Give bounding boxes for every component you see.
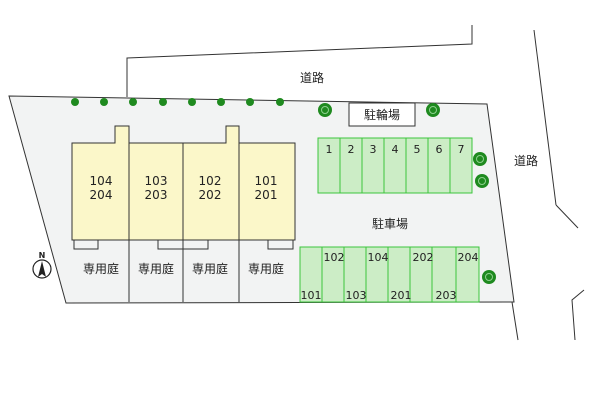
parking-slot-label-6: 6	[436, 143, 443, 156]
bicycle-parking-label: 駐輪場	[364, 107, 400, 122]
top-road-line	[126, 25, 473, 97]
road-label-right: 道路	[514, 153, 538, 168]
parking-slot-204	[455, 246, 480, 303]
parking-slot-label-103: 103	[346, 289, 367, 302]
parking-slot-label-5: 5	[414, 143, 421, 156]
tree-icon	[475, 174, 489, 188]
compass: N	[32, 251, 52, 279]
hedge-row	[71, 98, 284, 106]
unit-2-lower-label: 203	[145, 188, 168, 202]
hedge-dot-icon	[188, 98, 196, 106]
parking-slot-label-3: 3	[370, 143, 377, 156]
parking-slot-label-4: 4	[392, 143, 399, 156]
boundary-lines	[126, 25, 585, 341]
unit-3-upper-label: 102	[199, 174, 222, 188]
parking-slot-label-1: 1	[326, 143, 333, 156]
unit-3-lower-label: 202	[199, 188, 222, 202]
parking-slot-7	[449, 137, 473, 194]
right-road-line-2	[555, 204, 579, 229]
parking-slot-label-201: 201	[391, 289, 412, 302]
bicycle-parking-box	[348, 102, 416, 127]
unit-1-upper-label: 104	[90, 174, 113, 188]
tree-icon	[426, 103, 440, 117]
building-dividers	[128, 143, 240, 240]
compass-label: N	[39, 251, 46, 260]
parking-slot-label-202: 202	[413, 251, 434, 264]
parking-slot-label-104: 104	[368, 251, 389, 264]
parking-slot-203	[431, 246, 457, 303]
unit-1-lower-label: 204	[90, 188, 113, 202]
garden-label-3: 専用庭	[192, 261, 228, 276]
garden-dividers	[128, 240, 240, 302]
parking-slot-label-7: 7	[458, 143, 465, 156]
right-road-line	[533, 29, 557, 206]
unit-2-upper-label: 103	[145, 174, 168, 188]
trees	[318, 103, 496, 284]
parking-slot-label-2: 2	[348, 143, 355, 156]
hedge-dot-icon	[100, 98, 108, 106]
bottom-right-line	[571, 289, 585, 341]
parking-slot-label-204: 204	[458, 251, 479, 264]
hedge-dot-icon	[246, 98, 254, 106]
north-arrow-icon	[38, 261, 46, 277]
parking-slot-label-102: 102	[324, 251, 345, 264]
parking-slot-label-203: 203	[436, 289, 457, 302]
unit-4-lower-label: 201	[255, 188, 278, 202]
hedge-dot-icon	[276, 98, 284, 106]
tree-icon	[318, 103, 332, 117]
garden-label-2: 専用庭	[138, 261, 174, 276]
parking-slot-label-101: 101	[301, 289, 322, 302]
hedge-dot-icon	[159, 98, 167, 106]
road-label-top: 道路	[300, 70, 324, 85]
lot-right-extension	[511, 301, 519, 341]
hedge-dot-icon	[217, 98, 225, 106]
balcony-notches	[73, 240, 294, 250]
lower-parking-row	[299, 246, 480, 303]
garden-label-1: 専用庭	[83, 261, 119, 276]
hedge-dot-icon	[129, 98, 137, 106]
hedge-dot-icon	[71, 98, 79, 106]
garden-label-4: 専用庭	[248, 261, 284, 276]
unit-4-upper-label: 101	[255, 174, 278, 188]
parking-lot-label: 駐車場	[372, 216, 408, 231]
tree-icon	[482, 270, 496, 284]
tree-icon	[473, 152, 487, 166]
upper-parking-row	[317, 137, 473, 194]
